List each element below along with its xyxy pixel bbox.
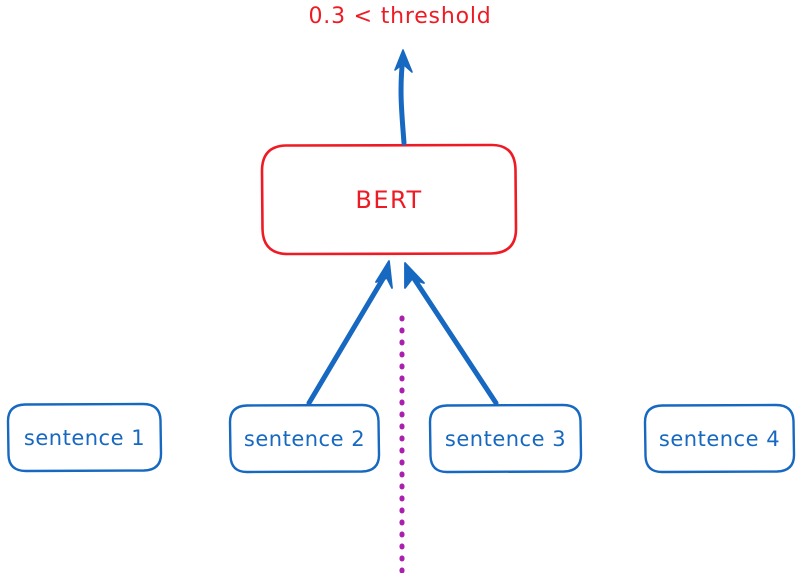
arrowhead-sentence-3-to-bert [404,262,425,289]
sentence-label-3: sentence 3 [444,426,567,451]
arrowhead-sentence-2-to-bert [375,260,393,289]
sentence-label-2: sentence 2 [243,426,366,451]
sentence-label-4: sentence 4 [658,426,781,451]
arrow-bert-to-threshold [398,54,407,146]
arrow-sentence-2-to-bert [306,269,390,406]
arrowhead-bert-to-threshold [394,49,413,73]
threshold-annotation: 0.3 < threshold [308,4,492,29]
bert-label: BERT [355,185,423,214]
sentence-label-1: sentence 1 [23,425,146,450]
arrow-sentence-3-to-bert [408,271,499,406]
